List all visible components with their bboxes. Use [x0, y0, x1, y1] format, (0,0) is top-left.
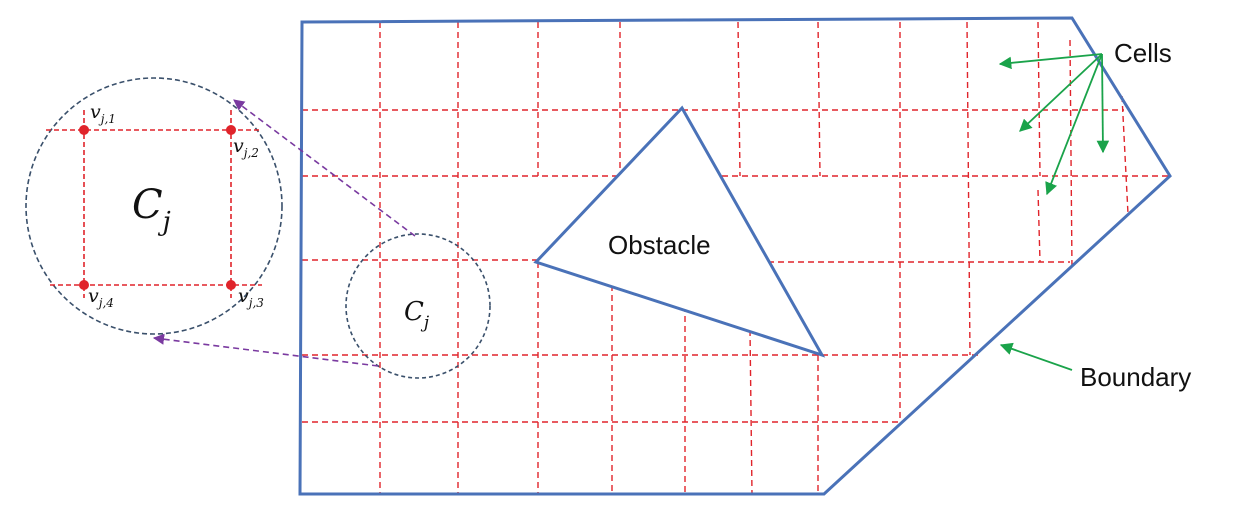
vertex-label-3-sub: j,3	[246, 296, 265, 310]
vertex-label-1-sub: j,1	[98, 112, 116, 126]
grid-line-v12	[1121, 95, 1129, 215]
grid-line-v9	[966, 21, 971, 356]
boundary-arrow	[999, 342, 1073, 371]
obstacle-triangle	[533, 105, 826, 358]
vertex-label-1-main: v	[90, 101, 101, 123]
grid-line-v10	[1037, 21, 1041, 177]
vertex-dot-4	[79, 280, 89, 290]
cells-arrows	[998, 53, 1110, 196]
grid-line-v7	[817, 21, 821, 177]
vertex-label-1: vj,1	[90, 101, 116, 126]
cells-arrow-4	[1096, 53, 1110, 154]
cells-label: Cells	[1114, 38, 1172, 68]
vertex-label-2: vj,2	[233, 135, 259, 160]
vertex-dot-3	[226, 280, 236, 290]
grid-line-v11	[1069, 39, 1073, 271]
cell-label-large: Cj	[132, 182, 171, 237]
vertex-dot-2	[226, 125, 236, 135]
cell-label-small: Cj	[404, 297, 430, 333]
cell-highlight-circle	[345, 233, 491, 379]
vertex-label-3: vj,3	[238, 285, 264, 310]
cells-arrow-3	[1045, 53, 1103, 196]
zoom-arrow-top	[233, 99, 416, 237]
boundary-label: Boundary	[1080, 362, 1191, 392]
obstacle-label: Obstacle	[608, 230, 711, 260]
cells-arrow-1	[998, 53, 1103, 70]
cell-grid	[302, 21, 1168, 495]
zoom-arrow-bottom	[152, 333, 379, 367]
vertex-label-4-sub: j,4	[96, 296, 114, 310]
grid-line-v6b	[749, 329, 753, 495]
vertex-label-3-main: v	[238, 285, 249, 307]
zoomed-cell-circle	[25, 77, 283, 335]
grid-line-v10b	[1037, 189, 1041, 263]
grid-line-v6	[737, 21, 741, 177]
vertex-label-4: vj,4	[88, 285, 114, 310]
vertex-label-2-sub: j,2	[241, 146, 259, 160]
cell-label-small-main: C	[404, 297, 424, 327]
cell-label-large-main: C	[132, 182, 163, 228]
vertex-dot-1	[79, 125, 89, 135]
boundary-polygon	[298, 16, 1172, 496]
vertex-label-2-main: v	[233, 135, 244, 157]
vertex-label-4-main: v	[88, 285, 99, 307]
cell-label-small-sub: j	[420, 313, 430, 333]
cells-arrow-2	[1019, 53, 1103, 132]
